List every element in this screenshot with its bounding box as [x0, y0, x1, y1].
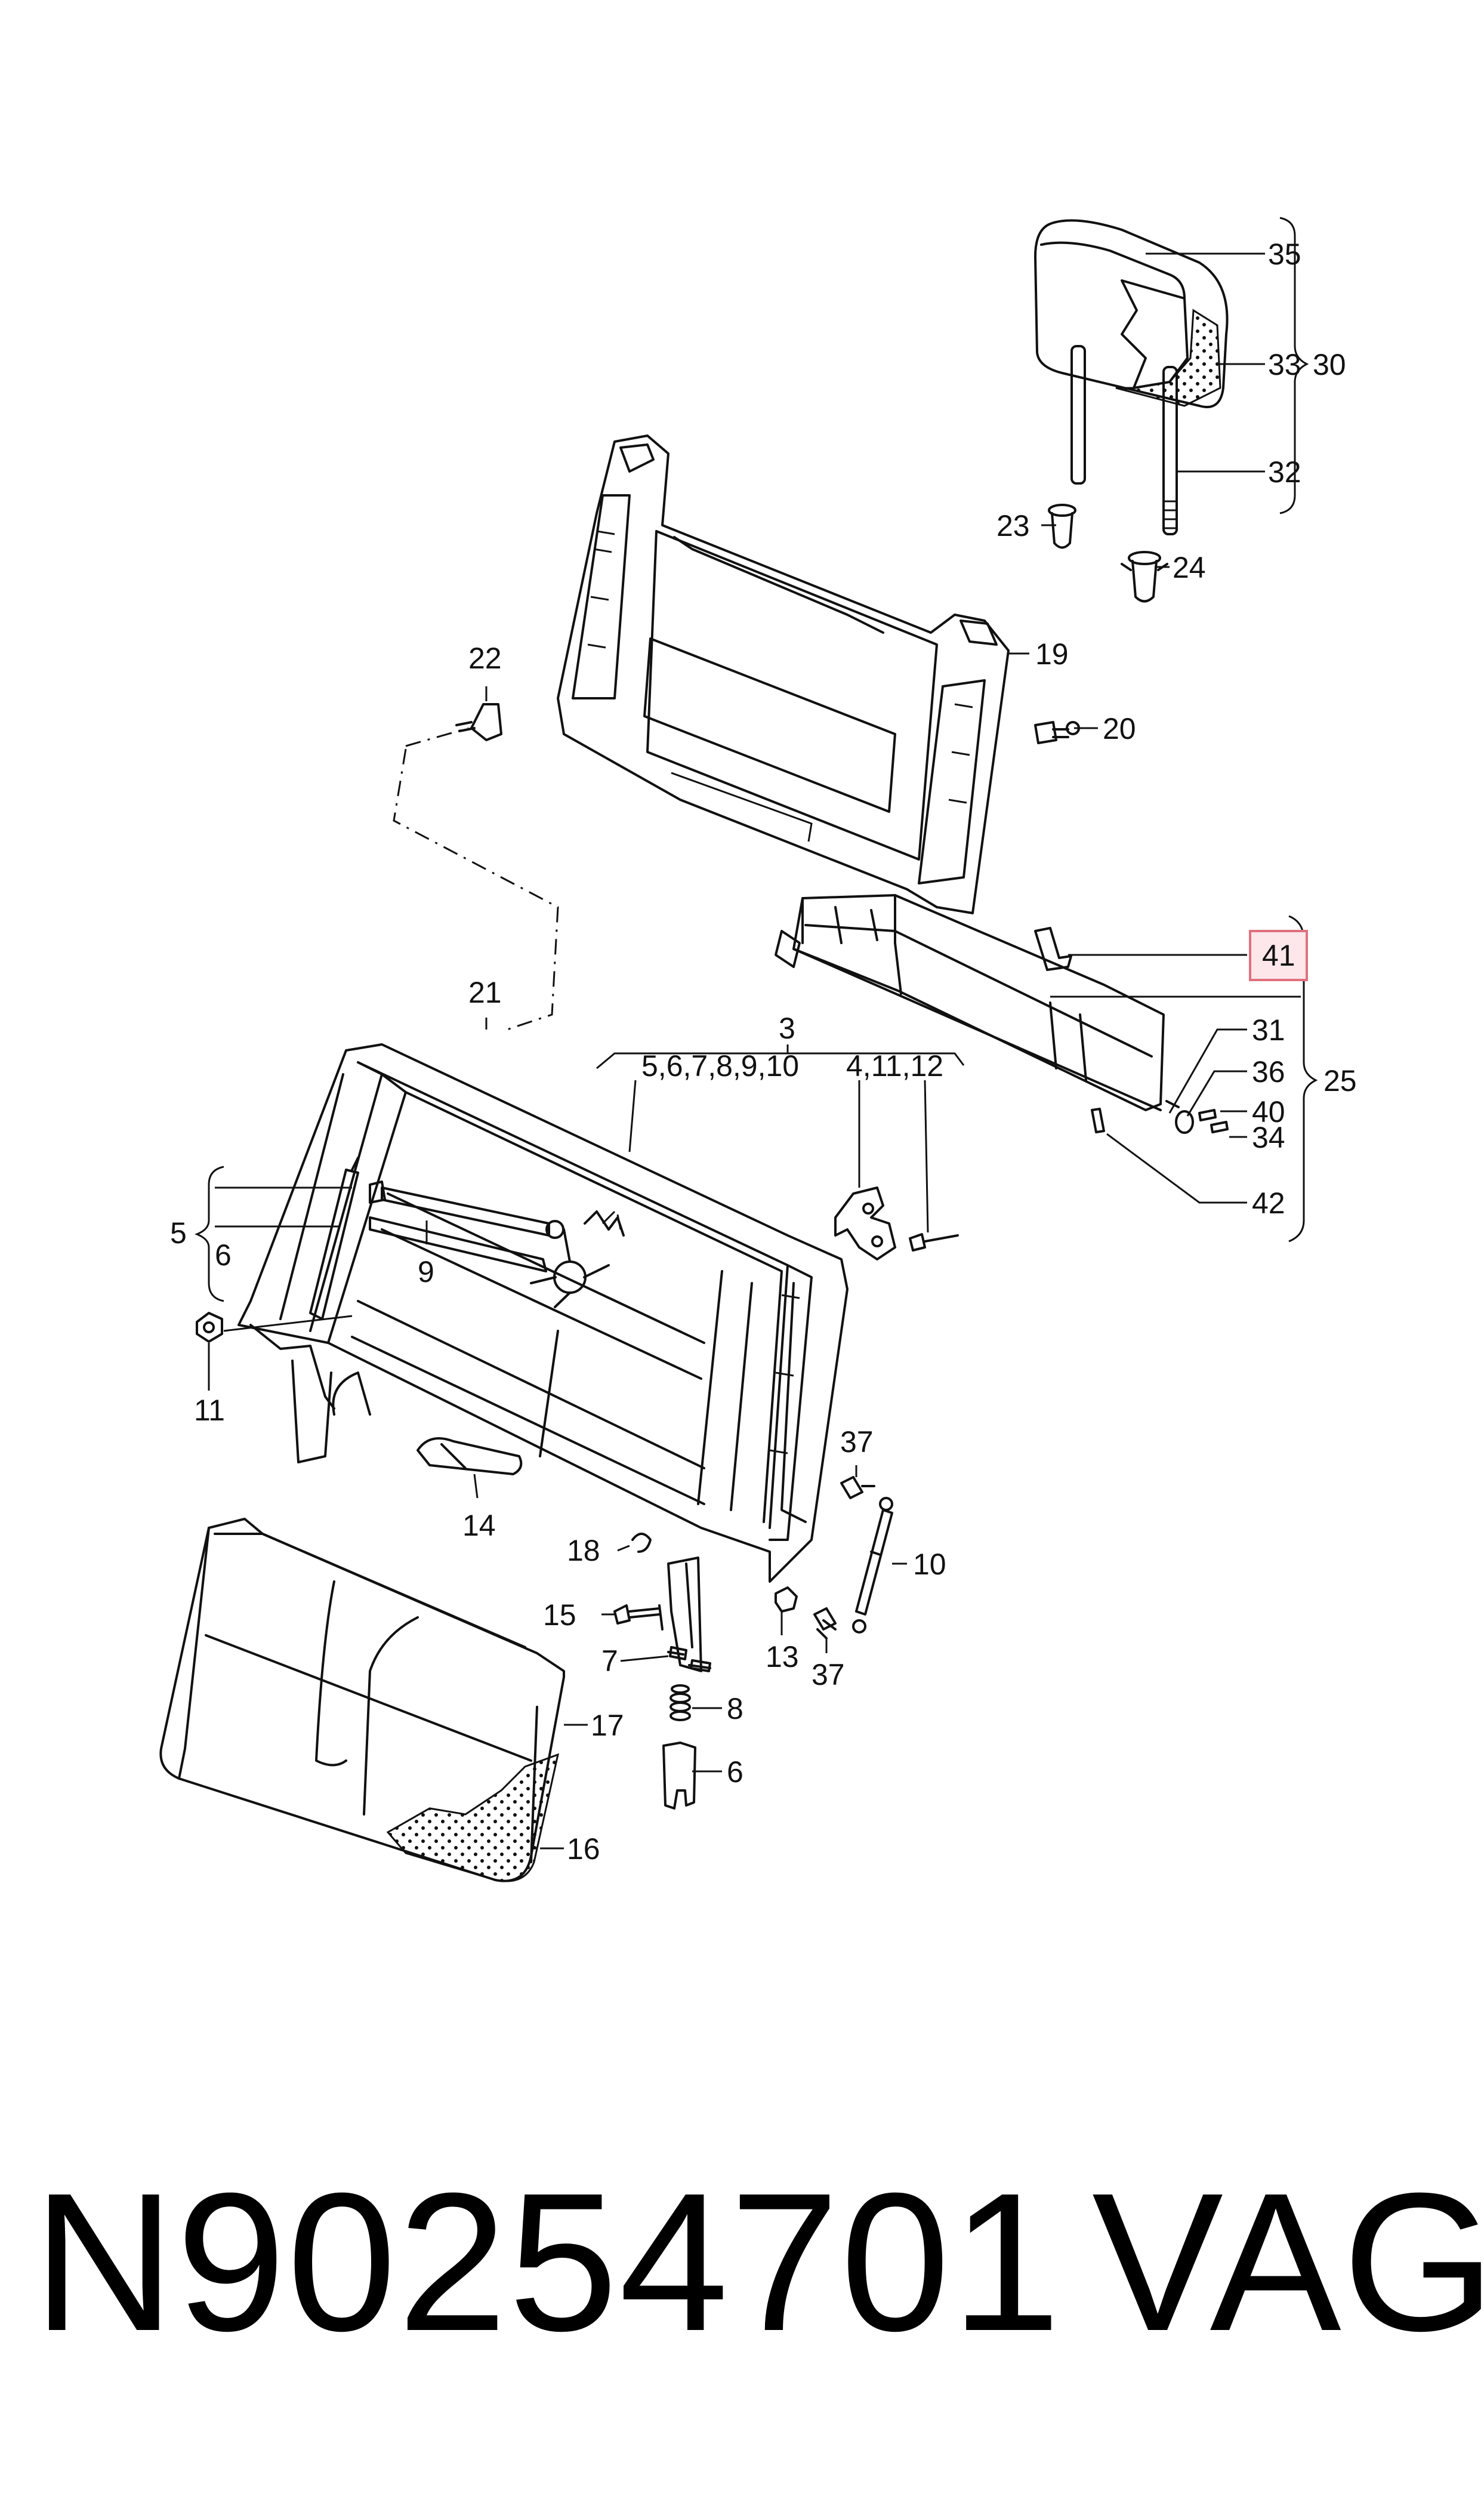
gas-strut-10 [852, 1497, 893, 1633]
callout-37-upper: 37 [840, 1425, 874, 1459]
callout-7: 7 [601, 1644, 618, 1678]
part-number: N90254701 [33, 2152, 1062, 2372]
small-parts-31-42 [1091, 1108, 1229, 1134]
callout-3: 3 [779, 1012, 795, 1045]
seat-back-frame-3 [237, 1043, 849, 1672]
backrest-frame-19 [557, 434, 1010, 914]
callout-9: 9 [418, 1255, 434, 1289]
brand-name: VAG [1092, 2152, 1484, 2372]
bracket-30 [1279, 217, 1309, 514]
nut-11 [196, 1312, 223, 1343]
callout-group-4-12: 4,11,12 [846, 1049, 943, 1083]
latch-4 [834, 1186, 959, 1260]
fasteners-lower [613, 1476, 875, 1639]
headrest-guide-23 [1048, 504, 1076, 549]
callout-13: 13 [766, 1640, 799, 1673]
callout-14: 14 [462, 1509, 496, 1542]
callout-6-lower: 6 [727, 1755, 743, 1789]
callout-34: 34 [1252, 1121, 1285, 1154]
callout-16: 16 [567, 1832, 600, 1866]
release-linkage-9 [369, 1181, 625, 1308]
callout-11: 11 [194, 1394, 225, 1427]
callout-5: 5 [170, 1216, 187, 1250]
callout-42: 42 [1252, 1186, 1285, 1220]
callout-10: 10 [913, 1548, 946, 1581]
seat-cushion-cover-17 [159, 1518, 565, 1882]
callout-41-highlight [1249, 930, 1308, 981]
callout-33: 33 [1268, 348, 1301, 381]
callout-40: 40 [1252, 1095, 1285, 1129]
callout-6-upper: 6 [215, 1238, 232, 1272]
assembly-path-line [393, 727, 559, 1031]
callout-41: 41 [1262, 939, 1295, 972]
callout-36: 36 [1252, 1055, 1285, 1089]
callout-24: 24 [1173, 551, 1206, 584]
clip-41 [1034, 927, 1072, 971]
callout-8: 8 [727, 1692, 743, 1725]
callout-17: 17 [591, 1709, 624, 1742]
callout-32: 32 [1268, 455, 1301, 489]
guide-rail-25 [775, 894, 1180, 1111]
strap-14 [416, 1437, 523, 1475]
pins-springs-6-8 [662, 1646, 711, 1810]
callout-35: 35 [1268, 238, 1301, 271]
callout-31: 31 [1252, 1013, 1285, 1047]
callout-37-lower: 37 [812, 1658, 845, 1691]
callout-22: 22 [468, 642, 502, 675]
callout-25: 25 [1323, 1064, 1357, 1098]
callout-group-5-10: 5,6,7,8,9,10 [641, 1049, 799, 1083]
leader-lines [208, 252, 1301, 1850]
callout-18: 18 [567, 1534, 600, 1567]
headrest-assembly [1034, 219, 1229, 535]
callout-23: 23 [996, 509, 1030, 543]
callout-30: 30 [1313, 348, 1346, 381]
callout-20: 20 [1103, 712, 1136, 745]
callout-labels: 35 33 30 32 23 24 19 20 22 41 31 36 25 4… [170, 238, 1357, 1866]
callout-19: 19 [1035, 637, 1069, 671]
headrest-guide-24 [1121, 551, 1168, 603]
callout-15: 15 [543, 1598, 576, 1632]
bracket-5-6 [194, 1166, 224, 1302]
screw-22 [455, 703, 502, 741]
callout-21: 21 [468, 976, 502, 1009]
screw-20 [1034, 721, 1080, 744]
